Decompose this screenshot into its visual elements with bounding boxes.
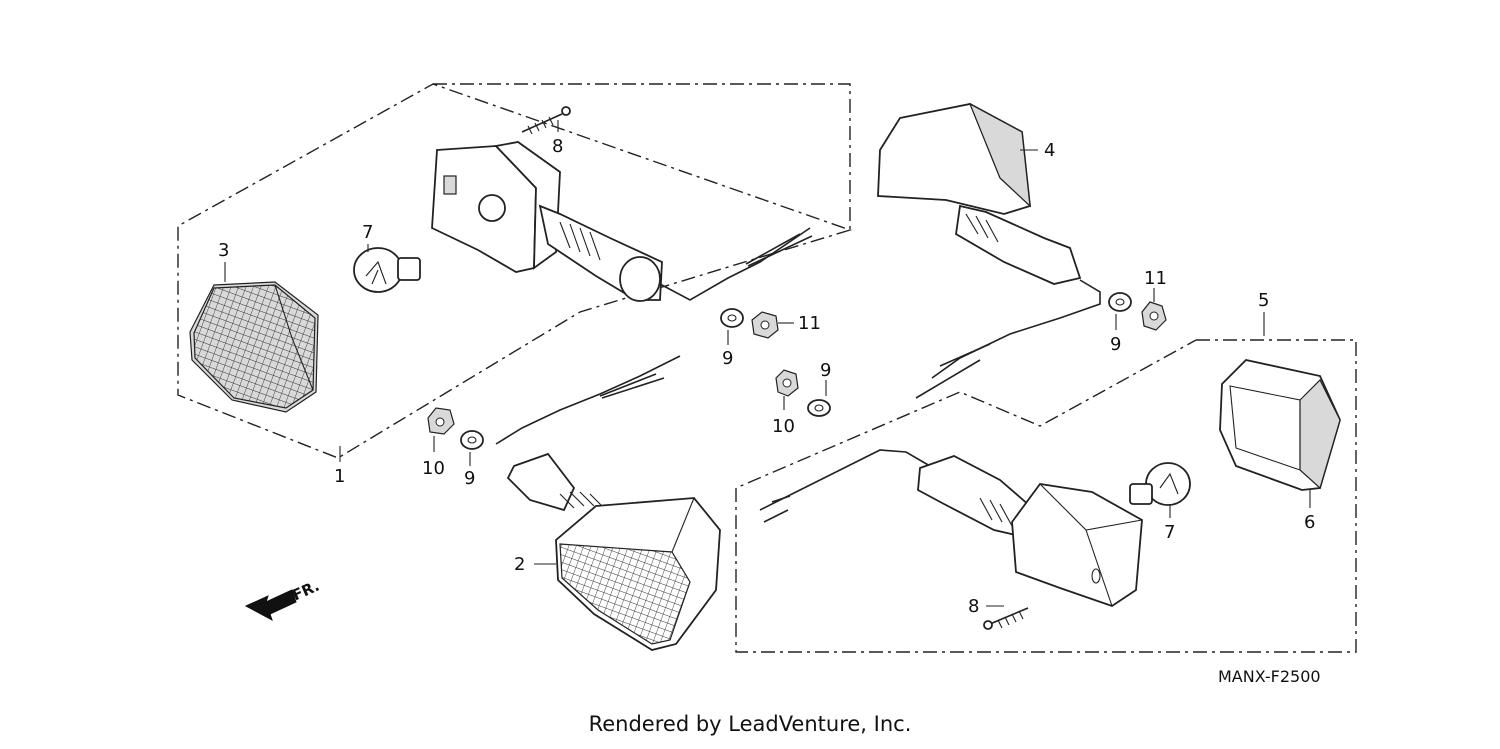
callout-10-b: 10 — [422, 458, 445, 479]
callout-6: 6 — [1304, 512, 1315, 533]
callout-7-lower: 7 — [1164, 522, 1175, 543]
washer-9-c-part — [460, 430, 484, 450]
nut-10-a-part — [775, 369, 799, 397]
rendered-by-credit: Rendered by LeadVenture, Inc. — [588, 712, 912, 736]
washer-9-b-part — [807, 399, 831, 417]
callout-5: 5 — [1258, 290, 1269, 311]
callout-9-d: 9 — [1110, 334, 1121, 355]
screw-8-lower-part — [983, 607, 1029, 630]
callout-7-upper: 7 — [362, 222, 373, 243]
callout-11-a: 11 — [798, 313, 821, 334]
screw-8-upper-part — [521, 106, 571, 135]
diagram-code: MANX-F2500 — [1218, 667, 1321, 686]
nut-11-a-part — [751, 311, 779, 339]
nut-11-b-part — [1141, 301, 1167, 331]
callout-9-b: 9 — [820, 360, 831, 381]
callout-10-a: 10 — [772, 416, 795, 437]
lens-6-part — [1219, 359, 1341, 491]
washer-9-a-part — [720, 308, 744, 328]
lens-3-part — [189, 281, 319, 413]
turn-signal-housing-upper-left — [431, 141, 813, 302]
callout-2: 2 — [514, 554, 525, 575]
group-1-outline — [177, 83, 853, 459]
nut-10-b-part — [427, 407, 455, 435]
callout-4: 4 — [1044, 140, 1055, 161]
bulb-7-lower-part — [1129, 462, 1191, 506]
callout-9-a: 9 — [722, 348, 733, 369]
turn-signal-2-part — [495, 355, 721, 651]
callout-9-c: 9 — [464, 468, 475, 489]
turn-signal-lower-right-part — [759, 449, 1143, 607]
front-arrow-label: FR. — [289, 577, 322, 605]
callout-8-lower: 8 — [968, 596, 979, 617]
bulb-7-upper-part — [353, 247, 421, 293]
front-direction-arrow-icon — [244, 589, 297, 622]
washer-9-d-part — [1108, 292, 1132, 312]
callout-3: 3 — [218, 240, 229, 261]
callout-8-upper: 8 — [552, 136, 563, 157]
callout-11-b: 11 — [1144, 268, 1167, 289]
turn-signal-4-part — [877, 102, 1101, 399]
callout-1: 1 — [334, 466, 345, 487]
group-5-outline — [735, 339, 1357, 653]
